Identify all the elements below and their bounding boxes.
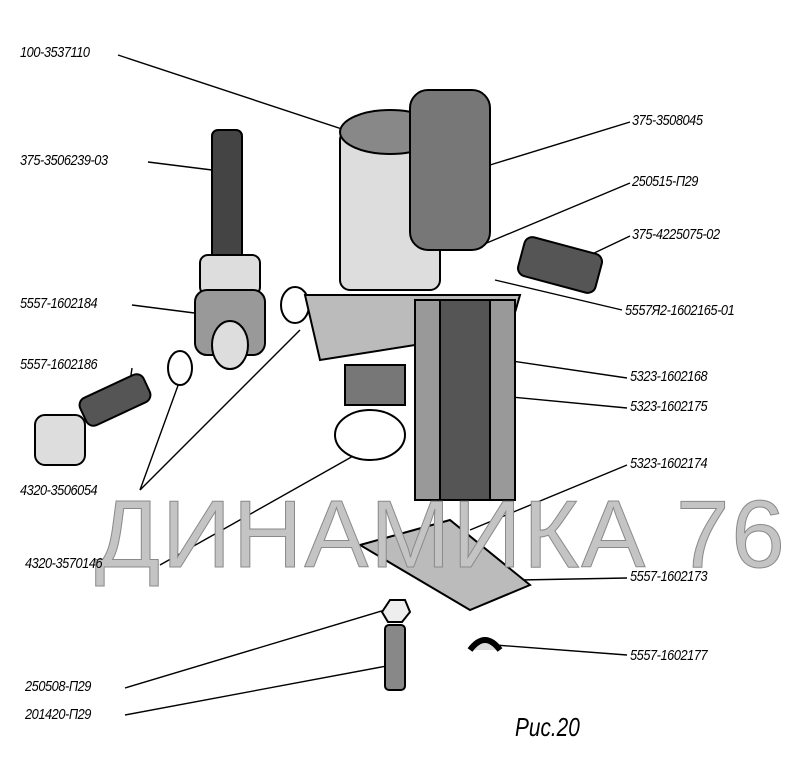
part-label: 5557-1602186 (20, 356, 98, 373)
part-label: 5557-1602184 (20, 295, 98, 312)
watermark: ДИНАМИКА 76 (95, 481, 787, 589)
part-label: 250508-П29 (25, 678, 91, 695)
part-label: 5557Я2-1602165-01 (625, 302, 735, 319)
part-label: 201420-П29 (25, 706, 91, 723)
part-label: 5323-1602175 (630, 398, 708, 415)
part-label: 375-3506239-03 (20, 152, 108, 169)
part-label: 4320-3506054 (20, 482, 98, 499)
part-label: 5557-1602173 (630, 568, 708, 585)
part-label: 5323-1602174 (630, 455, 708, 472)
part-label: 5557-1602177 (630, 647, 708, 664)
part-label: 375-3508045 (632, 112, 703, 129)
figure-caption: Рис.20 (515, 712, 580, 742)
part-label: 4320-3570146 (25, 555, 103, 572)
part-label: 250515-П29 (632, 173, 698, 190)
part-label: 5323-1602168 (630, 368, 708, 385)
part-label: 375-4225075-02 (632, 226, 720, 243)
leader-lines (117, 54, 631, 716)
part-label: 100-3537110 (20, 44, 90, 61)
parts-sketch (34, 89, 604, 691)
